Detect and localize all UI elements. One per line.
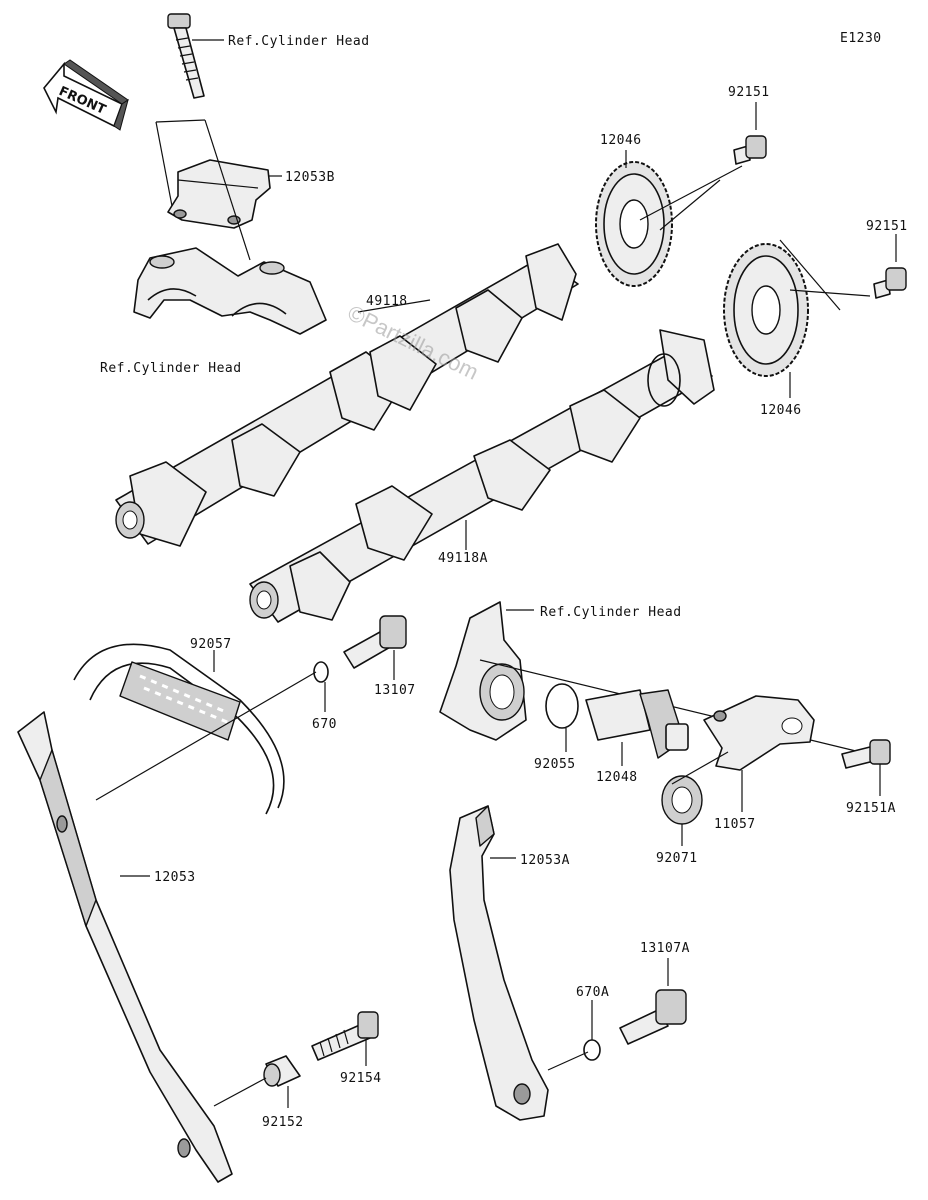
label-92152: 92152 bbox=[262, 1115, 304, 1130]
label-12046-right: 12046 bbox=[760, 403, 802, 418]
label-13107: 13107 bbox=[374, 683, 416, 698]
label-92151A: 92151A bbox=[846, 801, 896, 816]
camshaft-49118 bbox=[115, 243, 579, 547]
bolt-92151A bbox=[841, 739, 891, 769]
bolt-92151-top bbox=[733, 135, 767, 165]
tensioner-12048 bbox=[585, 689, 689, 759]
sprocket-12046-top bbox=[595, 161, 673, 287]
gasket-92055 bbox=[545, 683, 579, 729]
label-12048: 12048 bbox=[596, 770, 638, 785]
seal-92071 bbox=[661, 775, 703, 825]
label-12053B: 12053B bbox=[285, 170, 335, 185]
part-12053B bbox=[167, 159, 271, 229]
cylinder-head-tensioner-seat bbox=[439, 601, 527, 741]
label-12053: 12053 bbox=[154, 870, 196, 885]
chain-guide-12053 bbox=[17, 711, 233, 1183]
label-13107A: 13107A bbox=[640, 941, 690, 956]
label-670: 670 bbox=[312, 717, 337, 732]
label-92151-right: 92151 bbox=[866, 219, 908, 234]
pivot-bolt-13107 bbox=[343, 615, 407, 669]
label-92071: 92071 bbox=[656, 851, 698, 866]
o-ring-670 bbox=[313, 661, 329, 683]
camshaft-49118A bbox=[249, 329, 715, 623]
bolt-92151-right bbox=[873, 267, 907, 299]
label-92055: 92055 bbox=[534, 757, 576, 772]
head-bolt bbox=[167, 13, 205, 99]
label-ref-cylinder-head-left: Ref.Cylinder Head bbox=[100, 361, 242, 376]
diagram-code: E1230 bbox=[840, 31, 882, 46]
bracket-11057 bbox=[703, 695, 815, 771]
o-ring-670A bbox=[583, 1039, 601, 1061]
label-92057: 92057 bbox=[190, 637, 232, 652]
cam-chain-92057 bbox=[73, 643, 285, 815]
label-670A: 670A bbox=[576, 985, 609, 1000]
sprocket-12046-right bbox=[723, 243, 809, 377]
label-49118: 49118 bbox=[366, 294, 408, 309]
label-12053A: 12053A bbox=[520, 853, 570, 868]
bolt-92154 bbox=[311, 1011, 379, 1061]
front-arrow-icon: FRONT bbox=[43, 59, 129, 131]
label-ref-cylinder-head-mid: Ref.Cylinder Head bbox=[540, 605, 682, 620]
chain-guide-12053A bbox=[449, 805, 549, 1121]
label-92154: 92154 bbox=[340, 1071, 382, 1086]
cylinder-head-caps bbox=[133, 247, 327, 335]
label-92151-top: 92151 bbox=[728, 85, 770, 100]
label-49118A: 49118A bbox=[438, 551, 488, 566]
label-ref-cylinder-head-top: Ref.Cylinder Head bbox=[228, 34, 370, 49]
collar-92152 bbox=[263, 1055, 301, 1087]
label-11057: 11057 bbox=[714, 817, 756, 832]
pivot-bolt-13107A bbox=[619, 989, 687, 1045]
label-12046-top: 12046 bbox=[600, 133, 642, 148]
